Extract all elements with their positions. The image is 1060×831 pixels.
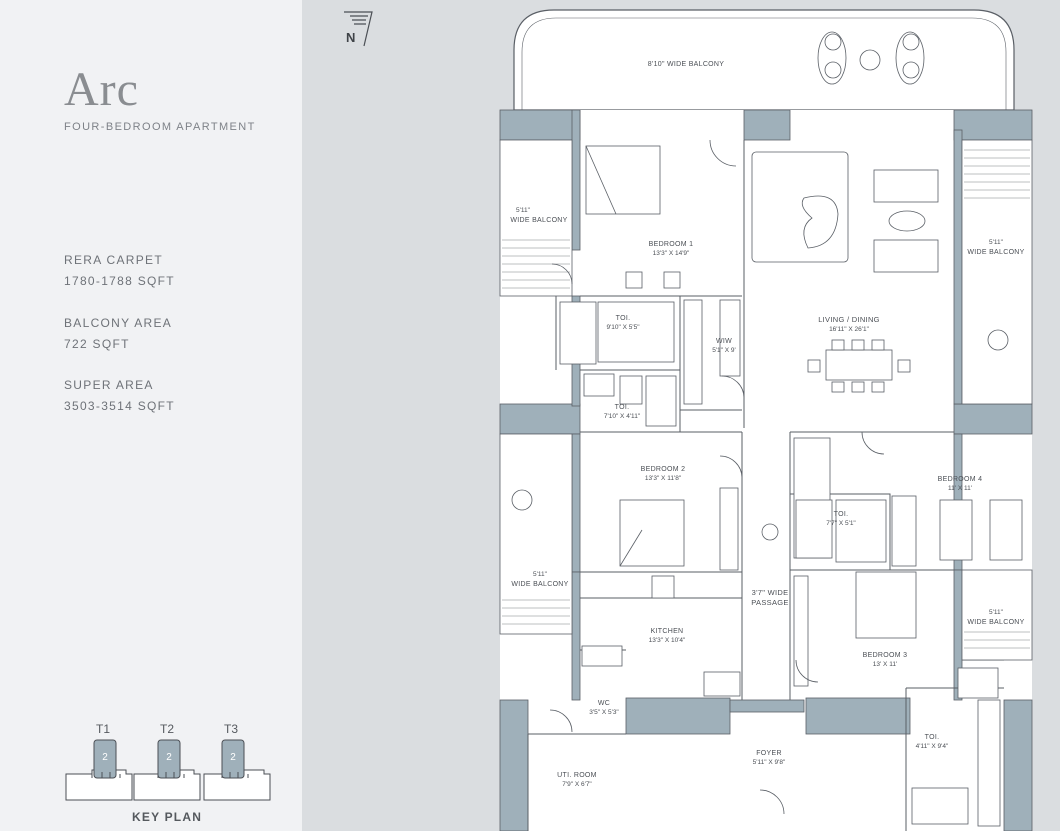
- key-plan-diagram: 2 2 2: [65, 739, 271, 801]
- wc-label: WC: [598, 700, 610, 707]
- balcony-top-label: 8'10" WIDE BALCONY: [648, 61, 725, 68]
- uti-dim: 7'9" X 6'7": [562, 781, 592, 788]
- balcony-top-furniture: [817, 31, 925, 85]
- tower-label-t1: T1: [96, 722, 111, 736]
- bedroom-3-label: BEDROOM 3: [863, 652, 908, 659]
- toi-4-dim: 4'11" X 9'4": [916, 743, 949, 750]
- bedroom-4-label: BEDROOM 4: [938, 476, 983, 483]
- toi-4-label: TOI.: [925, 734, 940, 741]
- furniture: [559, 145, 1023, 827]
- balcony-left-bottom-label: WIDE BALCONY: [511, 581, 568, 588]
- balcony-right-top-dim: 5'11": [989, 239, 1004, 246]
- tower-label-t2: T2: [160, 722, 175, 736]
- spec-label: RERA CARPET: [64, 253, 163, 267]
- unit-highlight-t1: [93, 739, 117, 779]
- balcony-left-bottom-dim: 5'11": [533, 571, 548, 578]
- bedroom-1-label: BEDROOM 1: [649, 241, 694, 248]
- toi-1-label: TOI.: [616, 315, 631, 322]
- kitchen-dim: 13'3" X 10'4": [649, 637, 686, 644]
- floor-plan: N 8'10" WIDE BALCONY: [344, 9, 1033, 831]
- unit-number-t3: 2: [230, 752, 236, 763]
- wc-dim: 3'5" X 5'3": [589, 709, 619, 716]
- uti-label: UTI. ROOM: [557, 772, 597, 779]
- spec-super-area: SUPER AREA 3503-3514 SQFT: [64, 375, 175, 417]
- spec-label: BALCONY AREA: [64, 316, 173, 330]
- toi-3-label: TOI.: [834, 511, 849, 518]
- tower-label-t3: T3: [224, 722, 239, 736]
- toi-1-dim: 9'10" X 5'5": [606, 324, 640, 331]
- unit-highlight-t3: [221, 739, 245, 779]
- bedroom-1-dim: 13'3" X 14'9": [653, 250, 690, 257]
- spec-value: 722 SQFT: [64, 337, 130, 351]
- balcony-left-top-label: WIDE BALCONY: [510, 217, 567, 224]
- toi-3-dim: 7'7" X 5'1": [826, 520, 856, 527]
- toi-2-label: TOI.: [615, 404, 630, 411]
- bedroom-4-dim: 11' X 11': [948, 485, 972, 492]
- balcony-right-bottom-dim: 5'11": [989, 609, 1004, 616]
- floor-fill: [500, 110, 1032, 831]
- wiw-label: WIW: [716, 338, 732, 345]
- balcony-hatching: [502, 149, 1030, 649]
- spec-rera-carpet: RERA CARPET 1780-1788 SQFT: [64, 250, 175, 292]
- living-furniture: [511, 151, 1009, 541]
- key-plan-caption: KEY PLAN: [132, 810, 203, 824]
- spec-value: 3503-3514 SQFT: [64, 399, 175, 413]
- spec-balcony-area: BALCONY AREA 722 SQFT: [64, 313, 172, 355]
- toi-2-dim: 7'10" X 4'11": [604, 413, 641, 420]
- floor-plan-area: N 8'10" WIDE BALCONY: [302, 0, 1060, 831]
- spec-value: 1780-1788 SQFT: [64, 274, 175, 288]
- bedroom-2-dim: 13'3" X 11'8": [645, 475, 682, 482]
- bedroom-3-dim: 13' X 11': [873, 661, 897, 668]
- passage-label-2: PASSAGE: [751, 598, 788, 607]
- balcony-left-top-dim: 5'11": [516, 207, 531, 214]
- door-swings: [549, 139, 885, 815]
- kitchen-label: KITCHEN: [651, 628, 684, 635]
- balcony-top: [513, 9, 1015, 111]
- project-title: Arc: [64, 63, 139, 116]
- unit-number-t2: 2: [166, 752, 172, 763]
- compass-label: N: [346, 30, 355, 45]
- passage-label: 3'7" WIDE: [752, 588, 789, 597]
- side-balconies: [499, 139, 1033, 661]
- foyer-label: FOYER: [756, 750, 782, 757]
- unit-number-t1: 2: [102, 752, 108, 763]
- balcony-right-top-label: WIDE BALCONY: [967, 249, 1024, 256]
- unit-highlight-t2: [157, 739, 181, 779]
- walls: [499, 109, 1033, 831]
- spec-label: SUPER AREA: [64, 378, 154, 392]
- key-plan: T1 T2 T3 2 2 2 KEY PLAN: [62, 718, 278, 828]
- living-dim: 16'11" X 26'1": [829, 326, 870, 333]
- living-label: LIVING / DINING: [818, 315, 880, 324]
- bedroom-2-label: BEDROOM 2: [641, 466, 686, 473]
- info-panel: Arc FOUR-BEDROOM APARTMENT RERA CARPET 1…: [0, 0, 302, 831]
- balcony-right-bottom-label: WIDE BALCONY: [967, 619, 1024, 626]
- wiw-dim: 5'1" X 9': [712, 347, 736, 354]
- foyer-dim: 5'11" X 9'8": [753, 759, 786, 766]
- project-subtitle: FOUR-BEDROOM APARTMENT: [64, 121, 256, 133]
- compass-icon: N: [344, 11, 373, 47]
